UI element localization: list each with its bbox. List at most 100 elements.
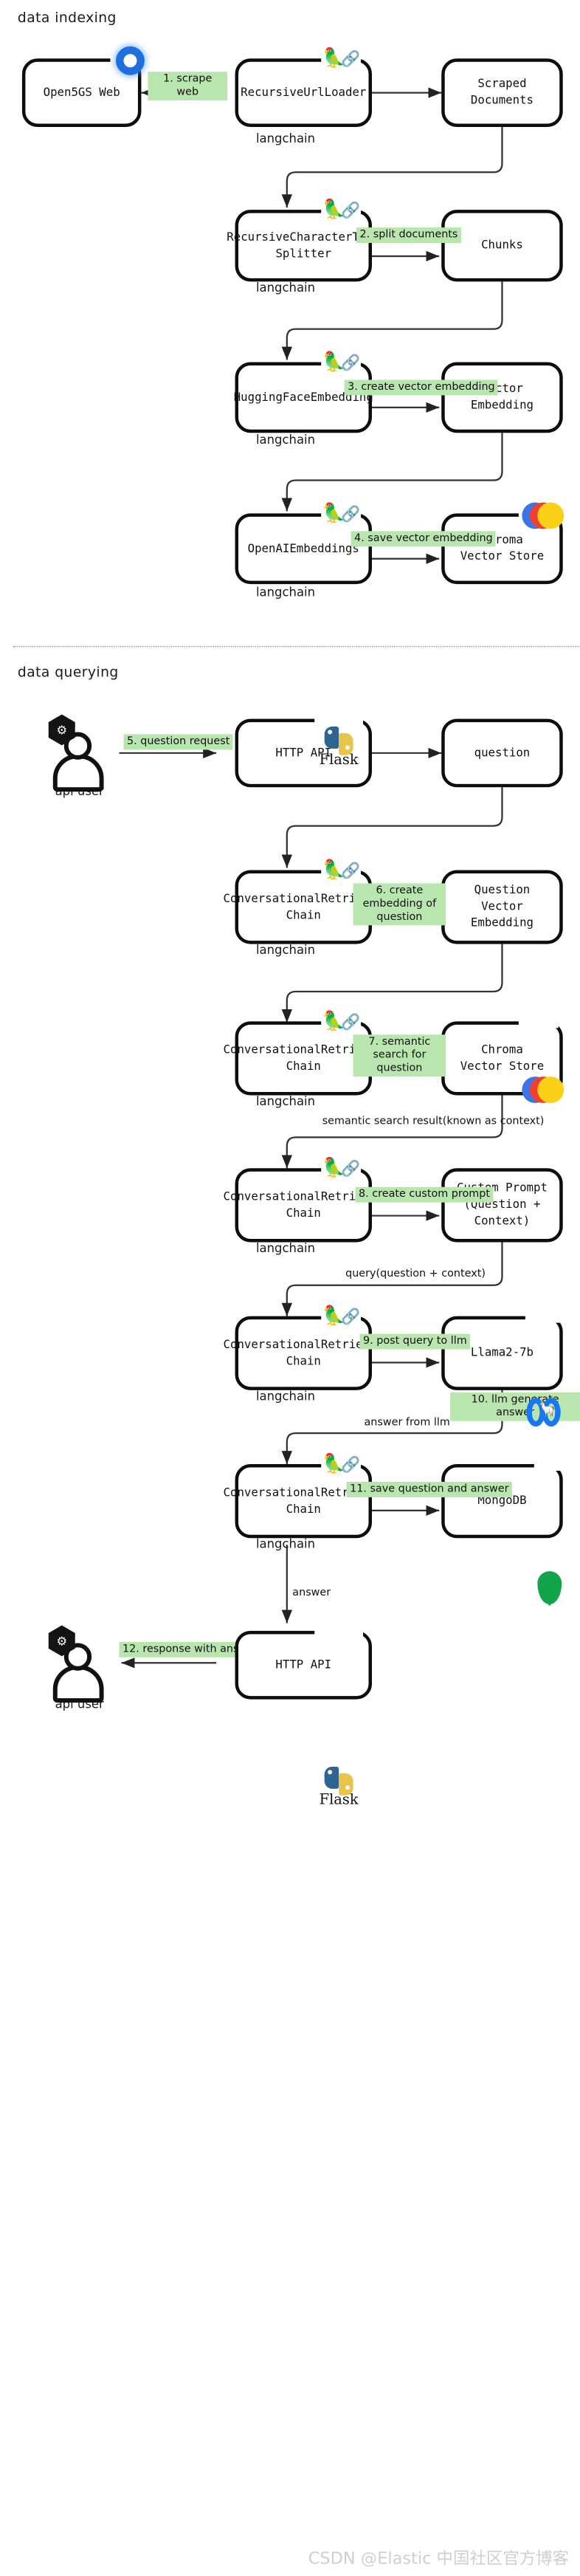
chain-link-icon: 🔗 xyxy=(341,505,361,523)
langchain-icon: 🦜 🔗 xyxy=(322,504,367,530)
node-label: OpenAIEmbeddings xyxy=(247,541,359,555)
chroma-icon xyxy=(522,502,565,529)
mongodb-icon xyxy=(537,1571,562,1606)
edge-label-9: 9. post query to llm xyxy=(359,1333,471,1350)
section-title-indexing: data indexing xyxy=(17,8,117,26)
actor-api-user-top: ⚙ xyxy=(40,712,120,794)
node-caption-langchain: langchain xyxy=(255,1389,316,1404)
node-label: RecursiveUrlLoader xyxy=(241,85,367,99)
chroma-icon xyxy=(522,1076,565,1104)
actor-body xyxy=(52,1665,104,1703)
node-label: Question Vector Embedding xyxy=(470,883,534,930)
langchain-icon: 🦜 🔗 xyxy=(322,1454,367,1481)
langchain-icon: 🦜 🔗 xyxy=(322,1011,367,1038)
node-label: Chunks xyxy=(481,238,523,252)
node-caption-langchain: langchain xyxy=(255,131,316,146)
node-custom-prompt[interactable]: Custom Prompt (Question + Context) xyxy=(441,1168,563,1243)
node-http-api-1[interactable]: HTTP API xyxy=(235,718,372,788)
langchain-icon: 🦜 🔗 xyxy=(322,352,367,379)
open5gs-icon xyxy=(116,46,145,75)
langchain-icon: 🦜 🔗 xyxy=(322,49,367,75)
node-caption-langchain: langchain xyxy=(255,280,316,295)
node-label: Open5GS Web xyxy=(43,85,120,99)
node-recursive-url-loader[interactable]: RecursiveUrlLoader xyxy=(235,58,372,127)
node-caption-langchain: langchain xyxy=(255,1240,316,1256)
border-gap xyxy=(518,1017,559,1028)
langchain-icon: 🦜 🔗 xyxy=(322,200,367,227)
node-label: Chroma Vector Store xyxy=(460,1043,545,1073)
chain-link-icon: 🔗 xyxy=(341,1308,361,1327)
connector-label-answer-from-llm: answer from llm xyxy=(364,1416,450,1429)
node-caption-langchain: langchain xyxy=(255,1094,316,1109)
section-divider xyxy=(13,645,580,648)
parrot-icon: 🦜 xyxy=(322,47,346,70)
node-label: ConversationalRetrieval Chain xyxy=(223,1043,384,1073)
edge-label-6: 6. create embedding of question xyxy=(353,883,446,926)
node-question-vector-embedding[interactable]: Question Vector Embedding xyxy=(441,870,563,944)
chain-link-icon: 🔗 xyxy=(341,1160,361,1178)
border-gap xyxy=(321,55,362,66)
border-gap xyxy=(314,715,364,726)
edge-label-7: 7. semantic search for question xyxy=(353,1034,446,1077)
border-gap xyxy=(314,1627,364,1638)
flask-wordmark: Flask xyxy=(319,1792,359,1809)
node-label: Scraped Documents xyxy=(470,77,534,108)
node-caption-langchain: langchain xyxy=(255,585,316,600)
edge-label-11: 11. save question and answer xyxy=(346,1481,513,1497)
langchain-icon: 🦜 🔗 xyxy=(322,1306,367,1333)
node-label: ConversationalRetrieval Chain xyxy=(223,1337,384,1368)
edge-label-5: 5. question request xyxy=(123,734,233,750)
node-label: ConversationalRetrieval Chain xyxy=(223,1189,384,1220)
node-huggingface-embedding[interactable]: HuggingFaceEmbedding xyxy=(234,362,373,433)
node-label: Llama2-7b xyxy=(470,1346,534,1359)
chain-link-icon: 🔗 xyxy=(341,50,361,69)
node-conversational-retrieval-chain-4[interactable]: ConversationalRetrieval Chain xyxy=(224,1316,384,1390)
border-gap xyxy=(321,866,362,877)
node-question[interactable]: question xyxy=(441,718,563,788)
node-conversational-retrieval-chain-2[interactable]: ConversationalRetrieval Chain xyxy=(224,1021,384,1096)
node-label: HTTP API xyxy=(275,746,332,760)
node-label: ConversationalRetrieval Chain xyxy=(223,1486,384,1516)
chain-link-icon: 🔗 xyxy=(341,1013,361,1031)
node-openai-embeddings[interactable]: OpenAIEmbeddings xyxy=(235,513,372,585)
node-label: HTTP API xyxy=(275,1658,332,1672)
node-conversational-retrieval-chain-3[interactable]: ConversationalRetrieval Chain xyxy=(224,1168,384,1243)
gear-icon: ⚙ xyxy=(56,1633,68,1649)
chain-link-icon: 🔗 xyxy=(341,1456,361,1474)
langchain-icon: 🦜 🔗 xyxy=(322,860,367,887)
node-label: question xyxy=(474,746,531,760)
node-label: ConversationalRetrieval Chain xyxy=(223,891,384,922)
node-vector-embedding[interactable]: Vector Embedding xyxy=(441,362,563,433)
node-caption-langchain: langchain xyxy=(255,1536,316,1552)
node-text-splitter[interactable]: RecursiveCharacterText Splitter xyxy=(227,210,380,282)
edge-label-1: 1. scrape web xyxy=(148,72,228,101)
connector-label-answer: answer xyxy=(292,1587,331,1599)
edge-label-8: 8. create custom prompt xyxy=(355,1186,494,1203)
node-llama[interactable]: Llama2-7b xyxy=(441,1316,563,1390)
llama-glyph: 🦙 xyxy=(538,1401,557,1418)
connector-label-context: semantic search result(known as context) xyxy=(322,1115,545,1127)
actor-body xyxy=(52,754,104,792)
node-conversational-retrieval-chain-1[interactable]: ConversationalRetrieval Chain xyxy=(224,870,384,944)
watermark: CSDN @Elastic 中国社区官方博客 xyxy=(308,2548,570,2569)
gear-icon: ⚙ xyxy=(56,722,68,738)
node-caption-langchain: langchain xyxy=(255,433,316,447)
node-chunks[interactable]: Chunks xyxy=(441,210,563,282)
node-scraped-documents[interactable]: Scraped Documents xyxy=(441,58,563,127)
llama-icon: 🦙 xyxy=(526,1398,564,1427)
edge-label-2: 2. split documents xyxy=(356,227,461,244)
flask-icon: Flask xyxy=(314,1766,363,1809)
node-http-api-2[interactable]: HTTP API xyxy=(235,1630,372,1700)
node-caption-langchain: langchain xyxy=(255,943,316,958)
chain-link-icon: 🔗 xyxy=(341,354,361,372)
border-gap xyxy=(321,206,362,217)
node-mongodb[interactable]: MongoDB xyxy=(441,1464,563,1539)
border-gap xyxy=(321,359,362,369)
node-conversational-retrieval-chain-5[interactable]: ConversationalRetrieval Chain xyxy=(224,1464,384,1539)
edge-label-3: 3. create vector embedding xyxy=(344,379,499,396)
border-gap xyxy=(321,509,362,521)
chain-link-icon: 🔗 xyxy=(341,862,361,880)
node-label: RecursiveCharacterText Splitter xyxy=(227,230,381,261)
node-label: HuggingFaceEmbedding xyxy=(233,390,373,404)
